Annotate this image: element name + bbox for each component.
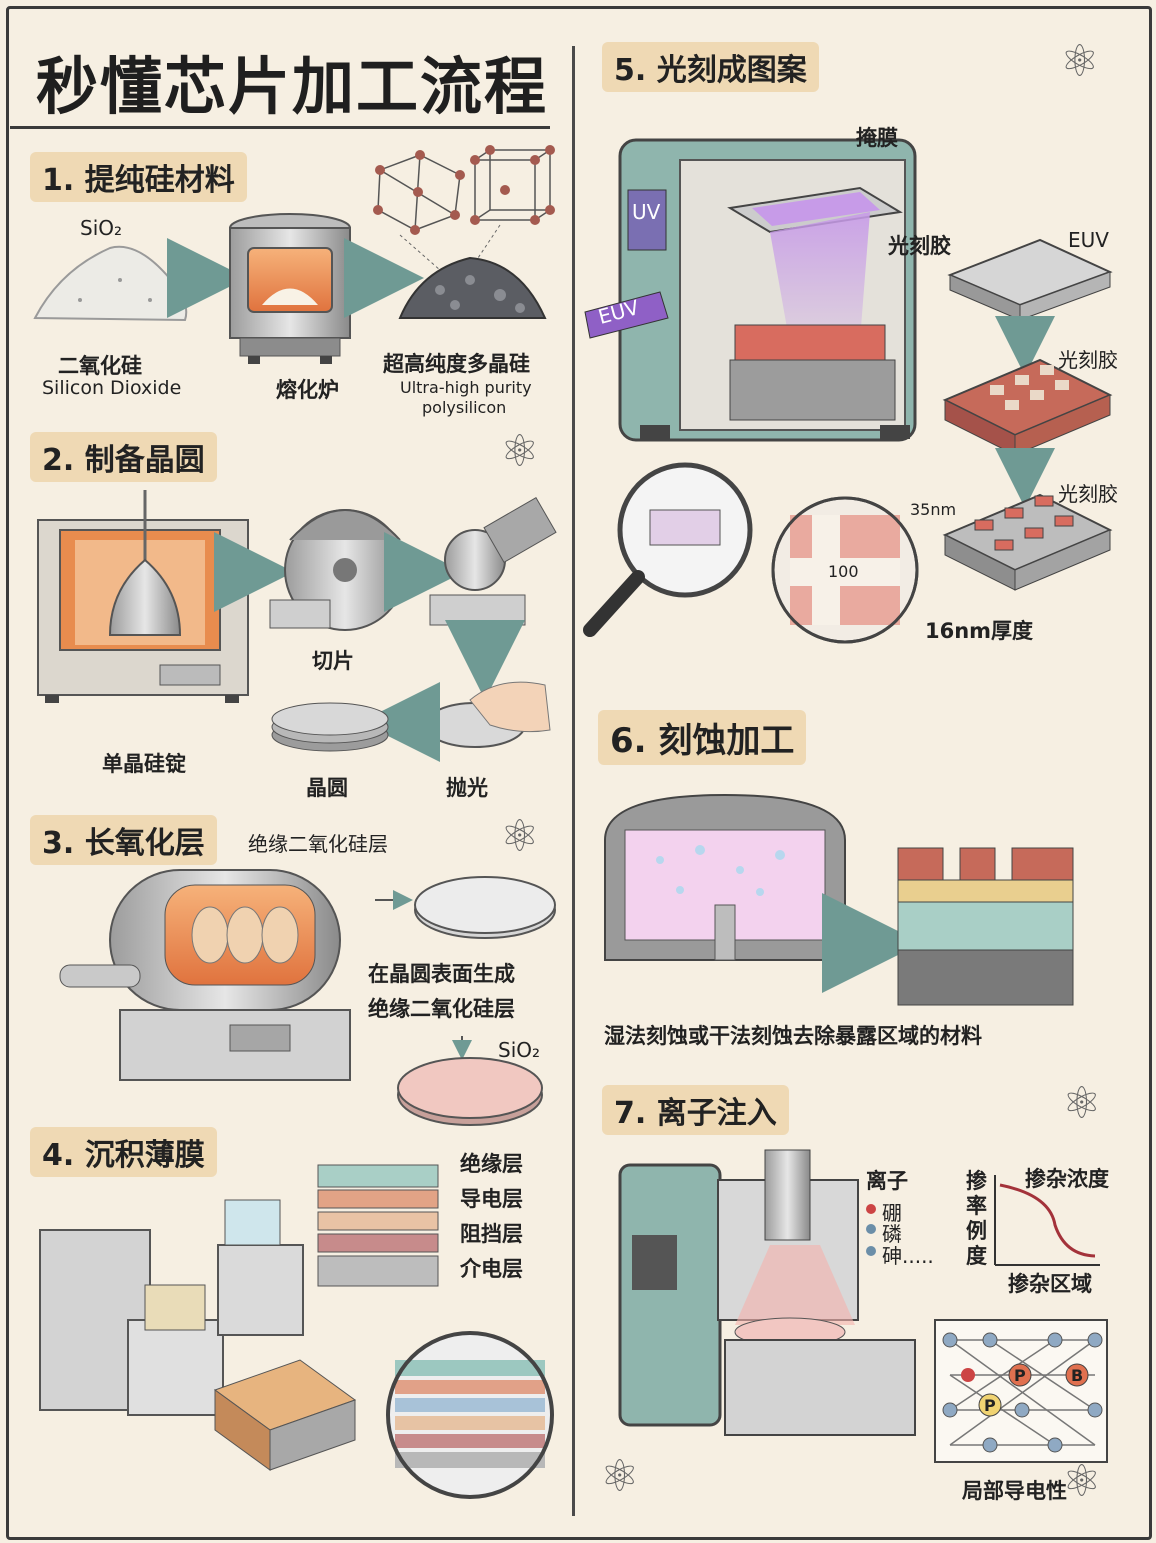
atom-icon: ⚛ <box>1060 36 1100 87</box>
ion-phosphorus: 磷 <box>882 1222 902 1246</box>
lattice-p-label-2: P <box>984 1396 996 1415</box>
dim-16nm: 16nm厚度 <box>925 619 1034 643</box>
oxide-sio2-formula: SiO₂ <box>498 1038 541 1062</box>
layer-label-dielectric: 介电层 <box>460 1257 523 1281</box>
lattice-b-label: B <box>1071 1366 1084 1385</box>
dim-100: 100 <box>828 562 859 581</box>
etched-pattern <box>942 493 1113 591</box>
resist-label-main: 光刻胶 <box>888 234 951 258</box>
wafer-saw <box>269 509 406 631</box>
axis-y-char-3: 例 <box>966 1219 987 1243</box>
polysilicon-pile <box>398 256 547 319</box>
ion-boron: 硼 <box>882 1201 902 1225</box>
wafer-plain <box>414 876 556 939</box>
deposited-block <box>213 1359 357 1471</box>
wafer-label: 晶圆 <box>306 776 348 800</box>
doping-region-label: 掺杂区域 <box>1008 1272 1092 1296</box>
dim-35nm: 35nm <box>910 500 957 519</box>
ion-arsenic: 砷..... <box>882 1244 934 1268</box>
etched-structure <box>897 847 1074 1006</box>
atom-icon: ⚛ <box>1062 1078 1102 1129</box>
ion-implanter <box>618 1149 916 1436</box>
axis-y-char-4: 度 <box>966 1244 987 1268</box>
sio2-en-label: Silicon Dioxide <box>42 377 182 399</box>
resist-label-3: 光刻胶 <box>1058 482 1118 506</box>
atom-icon: ⚛ <box>1062 1456 1102 1507</box>
atom-icon: ⚛ <box>600 1451 640 1502</box>
polish-label: 抛光 <box>446 776 488 800</box>
zoom-circle <box>771 496 919 644</box>
etching-chamber <box>604 793 846 961</box>
euv-label-mask: EUV <box>1068 228 1109 252</box>
doping-chart <box>994 1175 1100 1266</box>
layer-label-barrier: 阻挡层 <box>460 1222 523 1246</box>
page-title: 秒懂芯片加工流程 <box>36 50 549 123</box>
lattice-p-label-1: P <box>1014 1366 1026 1385</box>
cut-label: 切片 <box>312 649 354 673</box>
title-rule <box>10 126 550 129</box>
polysilicon-en-label-1: Ultra-high purity <box>400 378 532 397</box>
polysilicon-en-label-2: polysilicon <box>422 398 507 417</box>
section-heading-5: 5. 光刻成图案 <box>602 42 819 92</box>
resist-label-2: 光刻胶 <box>1058 348 1118 372</box>
oxide-desc-line2: 绝缘二氧化硅层 <box>368 997 515 1021</box>
patterned-resist <box>942 358 1113 456</box>
wafer-with-oxide <box>397 1057 543 1126</box>
local-conductivity-label: 局部导电性 <box>962 1479 1067 1503</box>
atom-icon: ⚛ <box>500 426 540 477</box>
layer-magnifier <box>386 1331 554 1499</box>
layer-stack-4 <box>317 1164 439 1287</box>
crystal-puller-machine <box>37 490 249 703</box>
layer-label-insulator: 绝缘层 <box>460 1152 523 1176</box>
section-heading-4: 4. 沉积薄膜 <box>30 1127 217 1177</box>
layer-label-conductor: 导电层 <box>460 1187 523 1211</box>
sio2-formula: SiO₂ <box>80 216 123 240</box>
melting-furnace <box>229 213 351 364</box>
magnifying-glass <box>583 462 753 637</box>
column-divider <box>572 46 575 1516</box>
section-heading-1: 1. 提纯硅材料 <box>30 152 247 202</box>
axis-y-char-2: 率 <box>966 1194 987 1218</box>
slicing-tool <box>429 496 557 626</box>
furnace-label: 熔化炉 <box>276 378 339 402</box>
euv-mask-plate <box>947 238 1113 321</box>
polishing-pad <box>424 681 551 748</box>
section-heading-6: 6. 刻蚀加工 <box>598 710 807 765</box>
crystal-lattices <box>373 145 555 271</box>
page-frame <box>6 6 1152 1540</box>
wafer-stack <box>271 702 389 752</box>
section-heading-2: 2. 制备晶圆 <box>30 432 217 482</box>
atom-icon: ⚛ <box>500 811 540 862</box>
oxide-desc-line1: 在晶圆表面生成 <box>368 962 515 986</box>
sio2-powder-pile <box>33 245 188 322</box>
doping-concentration-label: 掺杂浓度 <box>1025 1167 1109 1191</box>
lithography-machine <box>584 138 917 442</box>
ion-dots <box>866 1204 876 1256</box>
etching-desc: 湿法刻蚀或干法刻蚀去除暴露区域的材料 <box>604 1024 982 1048</box>
ingot-label: 单晶硅锭 <box>102 752 186 776</box>
lattice-diagram <box>934 1319 1108 1463</box>
deposition-machines <box>39 1199 304 1416</box>
section-heading-3: 3. 长氧化层 <box>30 815 217 865</box>
polysilicon-cn-label: 超高纯度多晶硅 <box>383 352 530 376</box>
axis-y-char-1: 掺 <box>966 1169 987 1193</box>
oxide-layer-label: 绝缘二氧化硅层 <box>248 832 388 856</box>
sio2-cn-label: 二氧化硅 <box>58 354 142 378</box>
mask-label: 掩膜 <box>856 126 898 150</box>
ions-title: 离子 <box>866 1169 908 1193</box>
oxidation-furnace <box>59 869 351 1081</box>
section-heading-7: 7. 离子注入 <box>602 1085 789 1135</box>
uv-label: UV <box>632 200 661 224</box>
